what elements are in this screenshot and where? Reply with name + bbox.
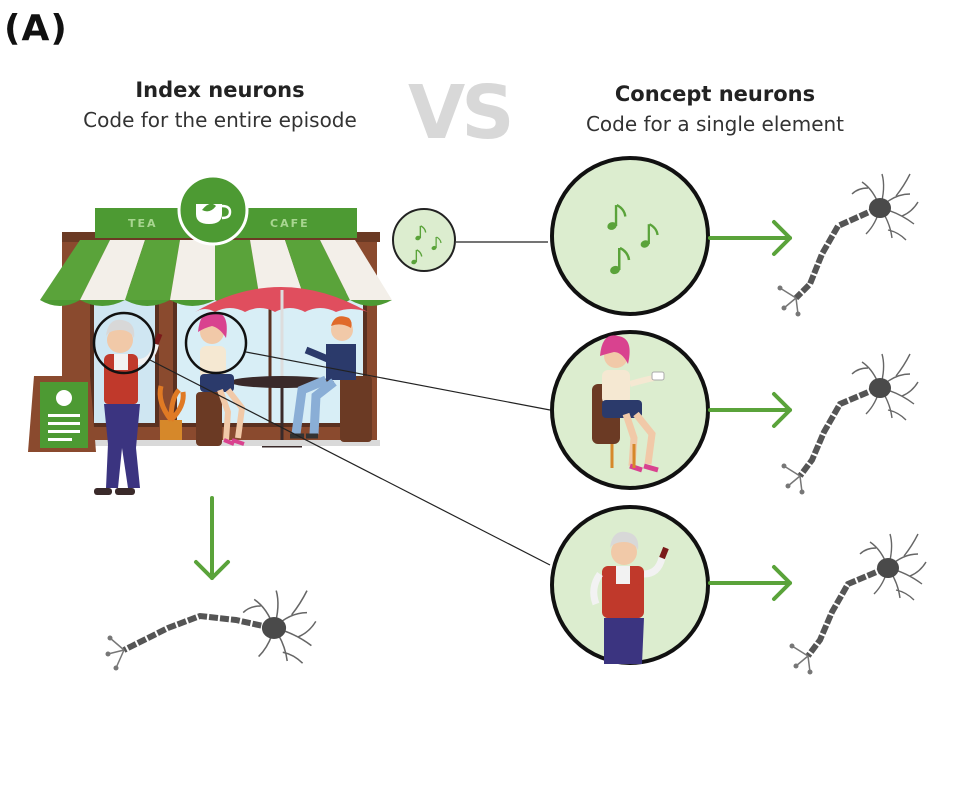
arrow-right-icon: [708, 392, 792, 428]
index-neurons-title: Index neurons: [135, 78, 305, 102]
neuron-icon-3: [789, 533, 927, 675]
cafe-sign-right-word: CAFE: [270, 217, 310, 230]
neuron-icon-2: [781, 353, 919, 495]
panel-label: (A): [4, 8, 68, 49]
teacup-icon: [196, 204, 222, 224]
cafe-illustration: TEA CAFE: [28, 174, 392, 495]
index-neurons-heading: Index neurons Code for the entire episod…: [40, 78, 400, 132]
menu-board: [28, 376, 96, 452]
music-notes-small-icon: [392, 208, 456, 272]
connector-lines: [149, 241, 551, 566]
concept-old-man-circle: [550, 505, 710, 665]
cafe-sign-left-word: TEA: [128, 217, 158, 230]
index-neuron-icon: [105, 589, 317, 671]
cafe-awning: [40, 240, 392, 306]
highlight-woman: [184, 311, 248, 375]
old-man-figure: [94, 319, 163, 495]
woman-figure: [196, 311, 246, 446]
concept-neurons-heading: Concept neurons Code for a single elemen…: [535, 82, 895, 136]
highlight-old-man: [92, 311, 156, 375]
arrow-right-icon: [708, 565, 792, 601]
man-figure: [290, 316, 372, 442]
versus-text: VS: [408, 70, 515, 156]
arrow-down-icon: [194, 496, 230, 580]
neuron-icon-1: [777, 173, 919, 317]
concept-woman-circle: [550, 330, 710, 490]
concept-neurons-title: Concept neurons: [614, 82, 816, 106]
index-neurons-subtitle: Code for the entire episode: [83, 108, 357, 132]
arrow-right-icon: [708, 220, 792, 256]
concept-music-circle: [550, 156, 710, 316]
concept-neurons-subtitle: Code for a single element: [585, 112, 845, 136]
